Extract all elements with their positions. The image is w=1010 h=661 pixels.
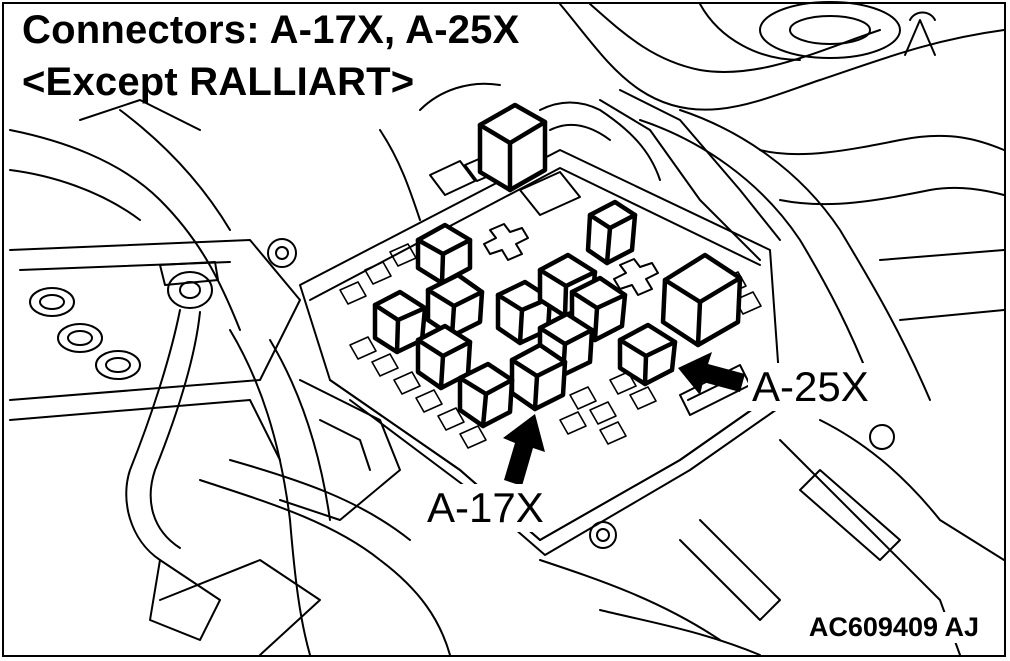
diagram-title: Connectors: A-17X, A-25X: [22, 8, 520, 52]
diagram-subtitle: <Except RALLIART>: [22, 60, 415, 104]
engine-bay-background: [9, 1, 1005, 656]
relay-small-right: [585, 199, 638, 266]
callout-label-a25x: A-25X: [748, 363, 873, 411]
callout-arrows: [503, 352, 745, 486]
relay-upper-left: [415, 222, 473, 286]
relay-bottom-left: [457, 361, 515, 429]
relay-mid-left: [425, 272, 485, 339]
connector-a17x: [509, 342, 568, 412]
connector-a25x: [617, 322, 678, 387]
relay-connectors: [372, 102, 743, 429]
arrow-a17x-icon: [503, 414, 545, 486]
relay-top: [477, 102, 548, 193]
relay-large-right: [660, 252, 743, 348]
figure-code: AC609409 AJ: [805, 612, 982, 643]
callout-label-a17x: A-17X: [423, 484, 548, 532]
arrow-a25x-icon: [678, 352, 745, 395]
fuse-slots: [339, 243, 762, 449]
